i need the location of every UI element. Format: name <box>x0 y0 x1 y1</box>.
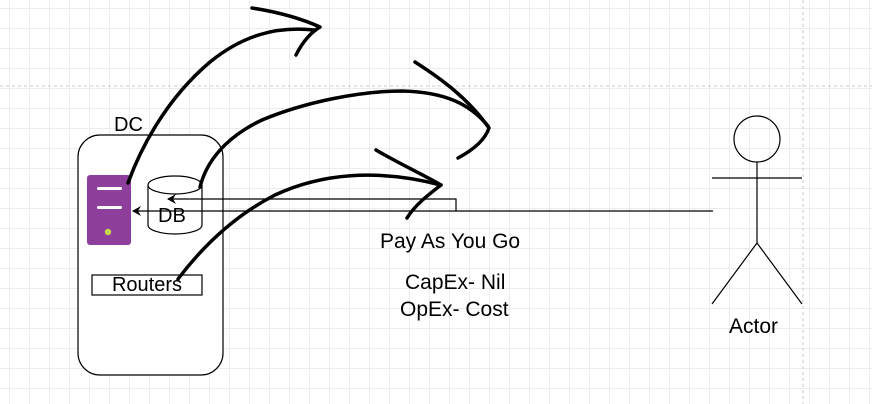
dc-container[interactable] <box>77 134 224 376</box>
database-cylinder-icon[interactable] <box>147 175 203 235</box>
actor-stick-figure-icon[interactable] <box>711 115 803 305</box>
freehand-arrow-server[interactable] <box>126 6 322 185</box>
pay-as-you-go-label: Pay As You Go <box>380 230 521 253</box>
db-label: DB <box>158 205 186 227</box>
opex-label: OpEx- Cost <box>400 298 509 321</box>
freehand-arrow-db[interactable] <box>198 60 491 189</box>
routers-box[interactable] <box>91 274 203 296</box>
dc-label: DC <box>114 114 143 136</box>
routers-label: Routers <box>111 274 183 296</box>
server-icon[interactable] <box>87 175 131 245</box>
actor-label: Actor <box>729 315 779 338</box>
capex-label: CapEx- Nil <box>405 271 506 294</box>
freehand-arrow-routers[interactable] <box>176 148 443 281</box>
